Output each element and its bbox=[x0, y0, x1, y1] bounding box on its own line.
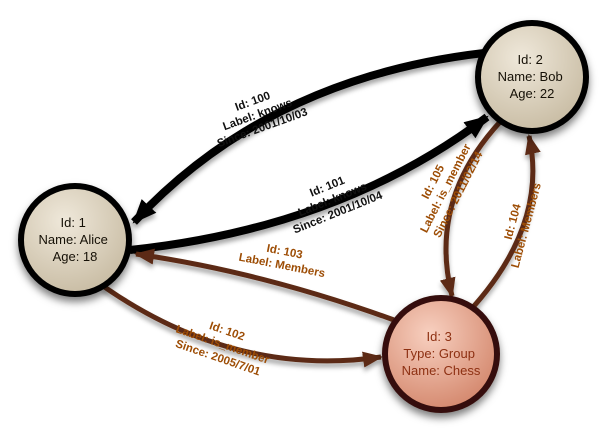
edge-103-label: Id: 103 Label: Members bbox=[238, 243, 326, 280]
node-label: Id: 3 Type: Group Name: Chess bbox=[402, 329, 481, 378]
node-label-line: Name: Bob bbox=[498, 69, 563, 84]
node-label-line: Id: 2 bbox=[518, 52, 543, 67]
node-1-alice: Id: 1 Name: Alice Age: 18 bbox=[18, 183, 132, 297]
edge-100-label: Id: 100 Label: knows Since: 2001/10/03 bbox=[216, 90, 310, 150]
node-label: Id: 1 Name: Alice Age: 18 bbox=[39, 215, 112, 264]
edge-101-knows bbox=[129, 113, 490, 254]
node-label-line: Name: Alice bbox=[39, 232, 108, 247]
edge-105-is-member bbox=[439, 120, 502, 298]
edge-103-members bbox=[134, 248, 395, 323]
node-circle bbox=[382, 295, 500, 413]
node-2-bob: Id: 2 Name: Bob Age: 22 bbox=[475, 20, 589, 134]
node-circle bbox=[475, 20, 589, 134]
edge-104-members bbox=[472, 134, 541, 308]
node-label-line: Age: 22 bbox=[510, 86, 555, 101]
edge-102-label: Id: 102 Label: is_member Since: 2005/7/0… bbox=[174, 320, 271, 378]
edge-101-label: Id: 101 Label: knows Since: 2001/10/04 bbox=[291, 174, 384, 236]
node-label-line: Id: 3 bbox=[427, 329, 452, 344]
node-circle bbox=[18, 183, 132, 297]
edge-102-is-member bbox=[101, 283, 383, 368]
edge-100-knows bbox=[131, 49, 485, 225]
edge-104-label: Id: 104 Label: Members bbox=[503, 182, 544, 270]
edges-layer bbox=[101, 49, 541, 368]
node-label: Id: 2 Name: Bob Age: 22 bbox=[498, 52, 567, 101]
edge-105-label: Id: 105 Label: is_member Since: 2011/02/… bbox=[419, 142, 486, 240]
node-label-line: Age: 18 bbox=[53, 249, 98, 264]
node-label-line: Id: 1 bbox=[61, 215, 86, 230]
node-3-chess-group: Id: 3 Type: Group Name: Chess bbox=[382, 295, 500, 413]
node-label-line: Type: Group bbox=[403, 346, 475, 361]
node-label-line: Name: Chess bbox=[402, 363, 481, 378]
